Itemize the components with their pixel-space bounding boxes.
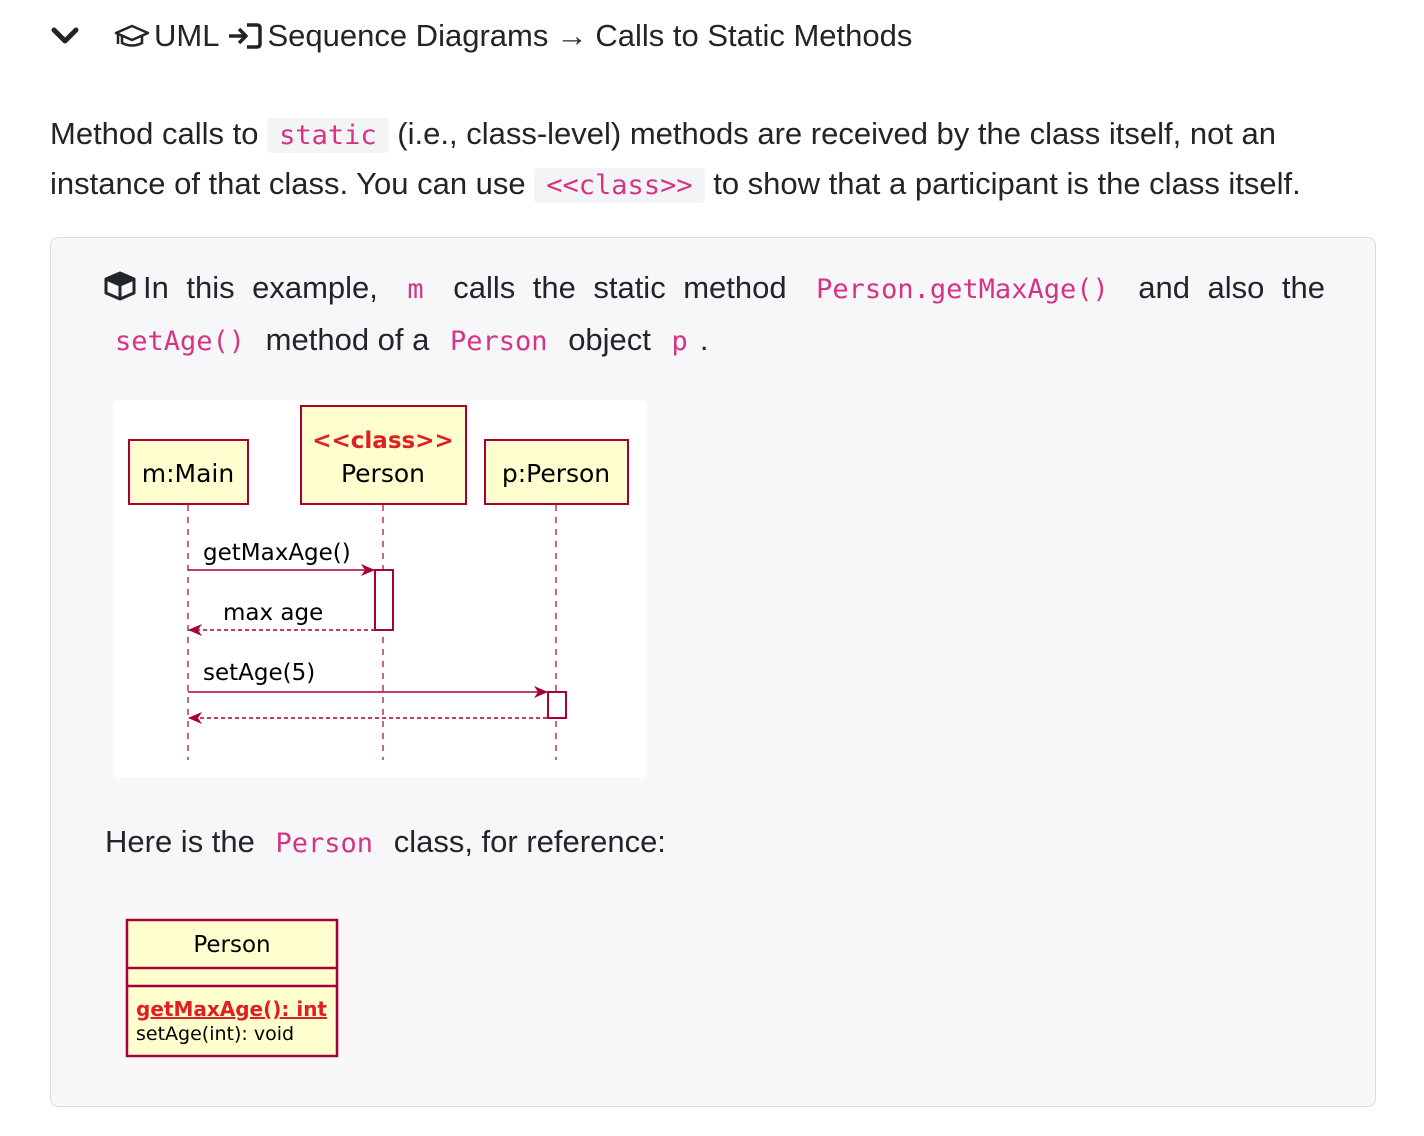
activation-p-person bbox=[547, 691, 567, 719]
code-getmaxage: Person.getMaxAge() bbox=[816, 274, 1109, 305]
intro-text: (i.e., class-level) methods are received… bbox=[50, 116, 1277, 201]
reference-text: Here is the bbox=[105, 824, 255, 859]
reference-paragraph: Here is the Person class, for reference: bbox=[105, 818, 666, 868]
chevron-down-icon[interactable] bbox=[50, 21, 80, 51]
breadcrumb-current-page: Calls to Static Methods bbox=[595, 18, 913, 53]
example-text: method of a bbox=[265, 322, 430, 357]
sequence-diagram: m:Main <<class>> Person p:Person getMaxA… bbox=[113, 400, 647, 778]
reference-text: class, for reference: bbox=[393, 824, 666, 859]
message-setage-label: setAge(5) bbox=[203, 660, 315, 686]
code-class-stereotype: <<class>> bbox=[534, 168, 705, 203]
activation-person-class bbox=[374, 569, 394, 631]
breadcrumb-arrow: → bbox=[556, 18, 588, 53]
return-max-age-label: max age bbox=[223, 600, 323, 626]
class-op-static: getMaxAge(): int bbox=[136, 997, 327, 1021]
example-text: . bbox=[699, 322, 709, 357]
code-m: m bbox=[407, 274, 424, 305]
graduation-cap-icon bbox=[114, 22, 150, 50]
class-name: Person bbox=[193, 932, 270, 958]
example-text: calls the static method bbox=[453, 270, 787, 305]
breadcrumb-uml[interactable]: UML bbox=[154, 18, 220, 53]
example-paragraph: In this example, m calls the static meth… bbox=[103, 264, 1325, 366]
code-static: static bbox=[267, 118, 389, 153]
code-setage: setAge() bbox=[115, 326, 246, 357]
example-panel: In this example, m calls the static meth… bbox=[50, 237, 1376, 1107]
box-icon bbox=[103, 268, 137, 316]
code-person: Person bbox=[450, 326, 548, 357]
code-person-ref: Person bbox=[275, 828, 374, 859]
participant-p-person: p:Person bbox=[484, 439, 629, 505]
participant-stereotype: <<class>> bbox=[312, 428, 454, 454]
example-text: and also the bbox=[1138, 270, 1325, 305]
participant-main: m:Main bbox=[128, 439, 249, 505]
message-getmaxage-label: getMaxAge() bbox=[203, 540, 351, 566]
example-text: object bbox=[568, 322, 651, 357]
intro-text: to show that a participant is the class … bbox=[713, 166, 1301, 201]
participant-class-label: Person bbox=[341, 459, 425, 488]
participant-person-class: <<class>> Person bbox=[300, 405, 467, 505]
person-class-diagram: Person getMaxAge(): int setAge(int): voi… bbox=[125, 918, 339, 1058]
intro-paragraph: Method calls to static (i.e., class-leve… bbox=[50, 110, 1380, 210]
breadcrumb-sequence-diagrams[interactable]: Sequence Diagrams bbox=[267, 18, 549, 53]
sign-in-icon bbox=[227, 21, 263, 51]
example-text: In this example, bbox=[143, 270, 378, 305]
participant-main-label: m:Main bbox=[142, 459, 234, 488]
code-p: p bbox=[671, 326, 688, 357]
intro-text: Method calls to bbox=[50, 116, 259, 151]
class-op-setage: setAge(int): void bbox=[136, 1023, 294, 1045]
participant-p-label: p:Person bbox=[502, 459, 610, 488]
breadcrumb: UML Sequence Diagrams → Calls to Static … bbox=[50, 14, 912, 58]
